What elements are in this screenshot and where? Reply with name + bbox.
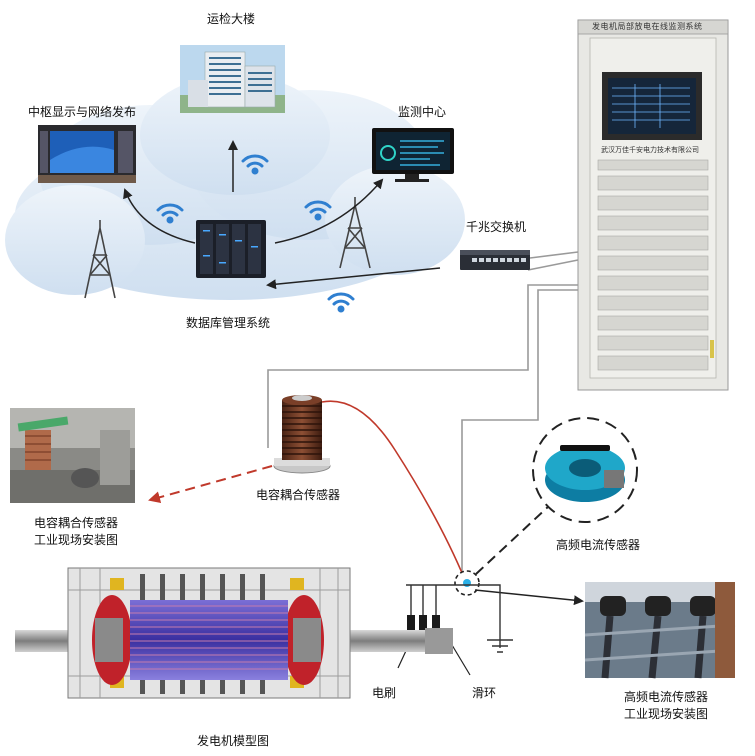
hfct-sensor-label: 高频电流传感器 xyxy=(556,538,641,552)
central-display-label: 中枢显示与网络发布 xyxy=(28,105,137,119)
display-wall-image xyxy=(38,125,136,183)
gigabit-switch-label: 千兆交换机 xyxy=(466,220,527,234)
wifi-icon xyxy=(241,154,269,175)
tower-icon xyxy=(339,197,371,269)
sensor-wire xyxy=(321,400,466,581)
arrow-switch-to-database xyxy=(266,267,441,290)
signal-cables xyxy=(267,251,579,578)
tower-icon xyxy=(84,220,116,299)
database-system-label: 数据库管理系统 xyxy=(186,316,271,330)
office-building-image xyxy=(180,45,285,113)
hfct-callout-line xyxy=(475,504,551,575)
wifi-icon xyxy=(156,203,184,224)
hfct-site-label-line2: 工业现场安装图 xyxy=(623,707,708,721)
hfct-site-label-line1: 高频电流传感器 xyxy=(623,690,708,704)
hfct-site-photo xyxy=(584,582,736,679)
generator-model-label: 发电机模型图 xyxy=(196,734,269,748)
slip-ring-label: 滑环 xyxy=(472,686,497,700)
office-building-label: 运检大楼 xyxy=(206,12,255,26)
hfct-sensor-image xyxy=(532,417,638,523)
arrow-to-monitor xyxy=(274,178,384,244)
brush-label: 电刷 xyxy=(372,686,397,700)
monitor-image xyxy=(372,128,454,182)
cabinet-company: 武汉万佳千安电力技术有限公司 xyxy=(601,146,699,154)
capacitive-site-label-line1: 电容耦合传感器 xyxy=(33,516,118,530)
hfct-point xyxy=(463,579,471,587)
generator-model-image xyxy=(15,567,453,699)
arrow-to-hfct-site xyxy=(474,589,584,606)
wifi-icon xyxy=(304,200,332,221)
capacitive-site-label-line2: 工业现场安装图 xyxy=(33,533,118,547)
cabinet-header: 发电机局部放电在线监测系统 xyxy=(592,22,703,31)
capacitive-sensor-label: 电容耦合传感器 xyxy=(256,488,341,502)
monitoring-center-label: 监测中心 xyxy=(398,105,447,119)
arrow-to-display xyxy=(123,188,196,244)
database-server-icon xyxy=(196,220,266,278)
capacitive-site-photo xyxy=(10,408,135,503)
brush-terminals xyxy=(407,615,440,637)
wifi-icon xyxy=(327,292,355,313)
ground-wiring xyxy=(406,584,513,653)
gigabit-switch-image xyxy=(460,250,530,270)
monitoring-cabinet xyxy=(577,19,729,391)
arrow-to-capacitive-site xyxy=(148,465,273,504)
capacitive-sensor-image xyxy=(273,395,331,474)
